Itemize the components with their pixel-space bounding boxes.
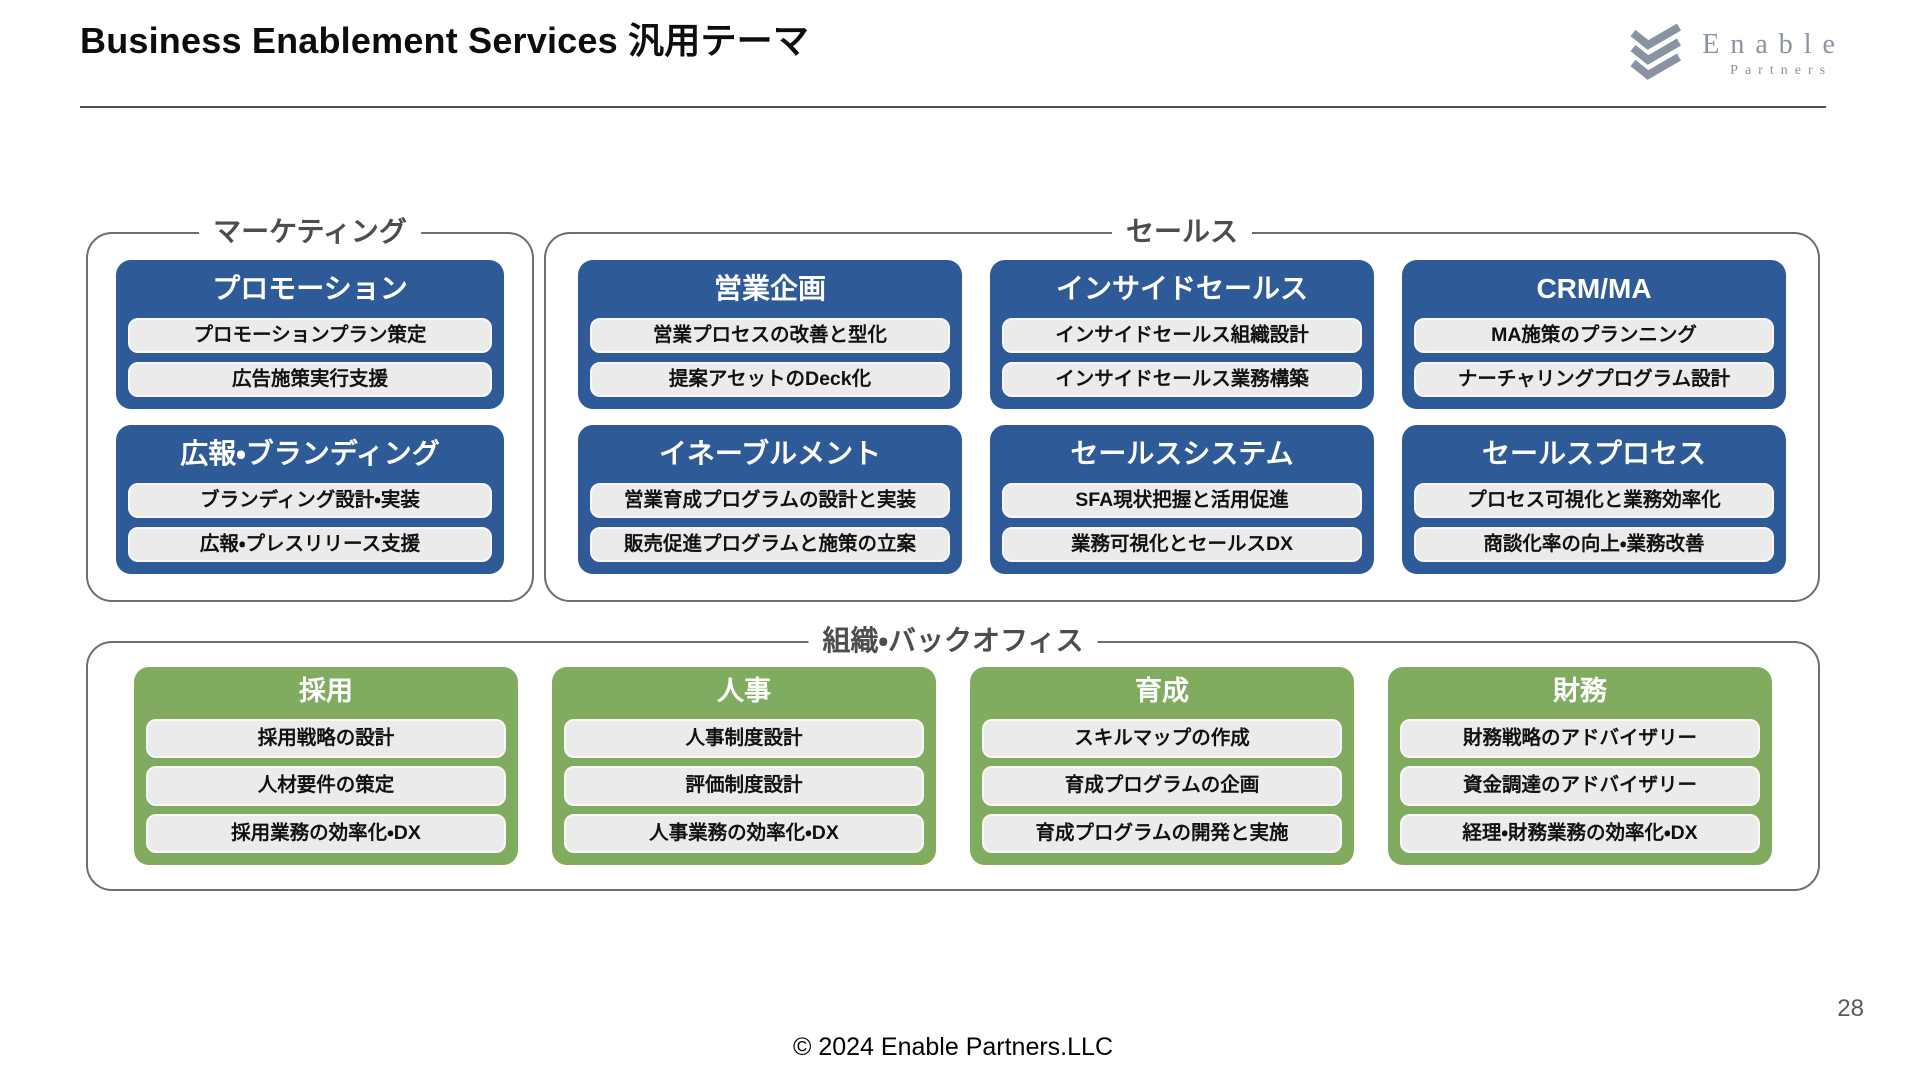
group-label-backoffice: 組織・バックオフィス (808, 623, 1098, 660)
service-item: 人事業務の効率化・DX (564, 813, 924, 854)
logo-text: Enable Partners (1702, 29, 1846, 79)
service-item: 評価制度設計 (564, 766, 924, 806)
logo-subname: Partners (1730, 62, 1833, 78)
service-item: インサイドセールス組織設計 (1002, 318, 1362, 353)
triple-chevron-icon (1630, 22, 1682, 87)
service-item: MA施策のプランニング (1414, 318, 1774, 353)
service-item: SFA現状把握と活用促進 (1002, 483, 1362, 518)
service-item: 経理・財務業務の効率化・DX (1400, 813, 1760, 854)
logo-name: Enable (1702, 29, 1846, 61)
card-grid-sales: 営業企画営業プロセスの改善と型化提案アセットのDeck化インサイドセールスインサ… (546, 234, 1818, 600)
service-card: インサイドセールスインサイドセールス組織設計インサイドセールス業務構築 (990, 260, 1374, 409)
service-item: ナーチャリングプログラム設計 (1414, 362, 1774, 397)
service-card: 採用採用戦略の設計人材要件の策定採用業務の効率化・DX (134, 667, 518, 865)
service-item: スキルマップの作成 (982, 718, 1342, 759)
service-card: 人事人事制度設計評価制度設計人事業務の効率化・DX (552, 667, 936, 865)
service-item: 採用戦略の設計 (146, 718, 506, 759)
service-item: 提案アセットのDeck化 (590, 362, 950, 397)
card-title: 財務 (1553, 676, 1607, 706)
service-card: プロモーションプロモーションプラン策定広告施策実行支援 (116, 260, 504, 409)
service-card: イネーブルメント営業育成プログラムの設計と実装販売促進プログラムと施策の立案 (578, 425, 962, 574)
group-label-sales: セールス (1111, 214, 1253, 251)
service-item: インサイドセールス業務構築 (1002, 362, 1362, 397)
service-item: 広報・プレスリリース支援 (128, 527, 492, 562)
card-title: CRM/MA (1536, 273, 1652, 304)
service-card: 営業企画営業プロセスの改善と型化提案アセットのDeck化 (578, 260, 962, 409)
service-card: 広報・ブランディングブランディング設計・実装広報・プレスリリース支援 (116, 425, 504, 574)
service-item: 資金調達のアドバイザリー (1400, 766, 1760, 806)
card-title: 広報・ブランディング (180, 438, 440, 469)
service-item: 営業育成プログラムの設計と実装 (590, 483, 950, 518)
card-title: セールスシステム (1070, 438, 1294, 469)
service-item: 育成プログラムの企画 (982, 766, 1342, 806)
service-item: 販売促進プログラムと施策の立案 (590, 527, 950, 562)
group-sales: セールス営業企画営業プロセスの改善と型化提案アセットのDeck化インサイドセール… (544, 214, 1820, 602)
service-card: 育成スキルマップの作成育成プログラムの企画育成プログラムの開発と実施 (970, 667, 1354, 865)
title-divider (80, 106, 1826, 108)
service-item: 営業プロセスの改善と型化 (590, 318, 950, 353)
page-title: Business Enablement Services 汎用テーマ (80, 20, 810, 61)
slide-header: Business Enablement Services 汎用テーマ Enabl… (80, 18, 1846, 87)
card-title: インサイドセールス (1055, 273, 1308, 304)
page-number: 28 (1837, 995, 1864, 1022)
service-item: 商談化率の向上・業務改善 (1414, 527, 1774, 562)
service-item: 採用業務の効率化・DX (146, 813, 506, 854)
card-title: 人事 (717, 676, 771, 706)
copyright-text: © 2024 Enable Partners.LLC (792, 1033, 1113, 1061)
company-logo: Enable Partners (1630, 22, 1846, 87)
service-item: 広告施策実行支援 (128, 362, 492, 397)
card-title: セールスプロセス (1481, 438, 1706, 469)
service-item: 人材要件の策定 (146, 766, 506, 806)
service-card: 財務財務戦略のアドバイザリー資金調達のアドバイザリー経理・財務業務の効率化・DX (1388, 667, 1772, 865)
service-item: プロモーションプラン策定 (128, 318, 492, 353)
group-marketing: マーケティングプロモーションプロモーションプラン策定広告施策実行支援広報・ブラン… (86, 214, 534, 602)
card-title: イネーブルメント (658, 438, 882, 469)
card-grid-marketing: プロモーションプロモーションプラン策定広告施策実行支援広報・ブランディングブラン… (88, 234, 532, 600)
service-item: 業務可視化とセールスDX (1002, 527, 1362, 562)
service-card: CRM/MA MA施策のプランニングナーチャリングプログラム設計 (1402, 260, 1786, 409)
card-title: 営業企画 (713, 273, 826, 304)
service-item: ブランディング設計・実装 (128, 483, 492, 518)
service-card: セールスシステム SFA現状把握と活用促進業務可視化とセールスDX (990, 425, 1374, 574)
card-title: 育成 (1135, 676, 1189, 706)
service-item: プロセス可視化と業務効率化 (1414, 483, 1774, 518)
card-title: プロモーション (212, 273, 408, 304)
service-item: 人事制度設計 (564, 718, 924, 759)
group-label-marketing: マーケティング (199, 214, 421, 251)
service-card: セールスプロセスプロセス可視化と業務効率化商談化率の向上・業務改善 (1402, 425, 1786, 574)
service-item: 育成プログラムの開発と実施 (982, 813, 1342, 854)
card-title: 採用 (299, 676, 353, 706)
service-item: 財務戦略のアドバイザリー (1400, 718, 1760, 759)
